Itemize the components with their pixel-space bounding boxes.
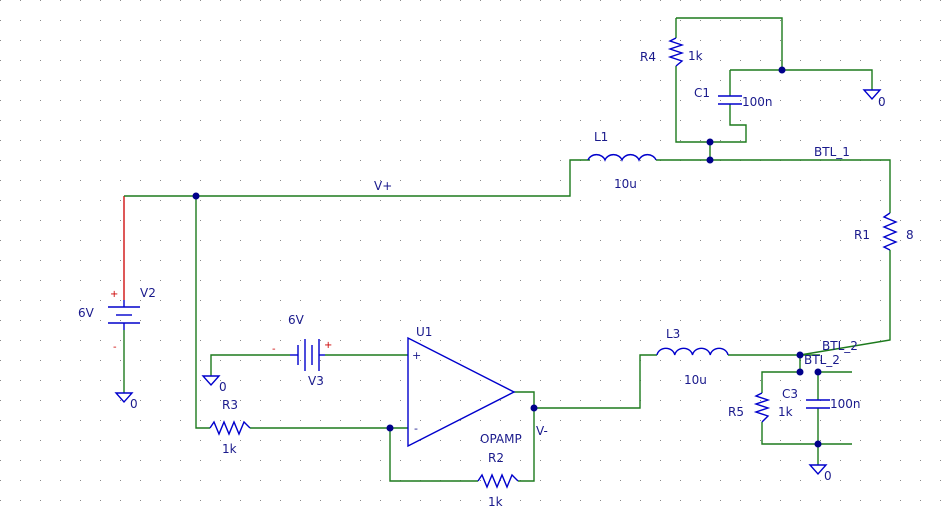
net-label-vminus: V- [536, 424, 548, 438]
label-V2-ref: V2 [140, 286, 156, 300]
net-label-btl1: BTL_1 [814, 145, 850, 159]
junction-dot [706, 156, 714, 164]
label-R1-value: 8 [906, 228, 914, 242]
label-R5-value: 1k [778, 405, 793, 419]
inductor-L1[interactable] [587, 154, 657, 162]
label-V3-value: 6V [288, 313, 305, 327]
ground-icon [114, 392, 134, 404]
label-L1-value: 10u [614, 177, 637, 191]
resistor-R4[interactable] [667, 37, 685, 67]
ground-label: 0 [130, 397, 138, 411]
label-V3-ref: V3 [308, 374, 324, 388]
resistor-R5[interactable] [753, 392, 771, 423]
junction-dot [778, 66, 786, 74]
opamp-U1[interactable] [407, 336, 516, 448]
label-C1-ref: C1 [694, 86, 710, 100]
battery-V2[interactable] [108, 300, 140, 330]
junction-dot [796, 368, 804, 376]
ground-icon [201, 375, 221, 387]
label-C1-value: 100n [742, 95, 773, 109]
label-R2-ref: R2 [488, 451, 504, 465]
net-label-btl2-upper: BTL_2 [822, 339, 858, 353]
net-label-btl2-lower: BTL_2 [804, 353, 840, 367]
label-V2-value: 6V [78, 306, 95, 320]
v2-plus-mark: + [110, 289, 118, 300]
net-label-vplus: V+ [374, 179, 392, 193]
ground-label: 0 [824, 469, 832, 483]
label-L3-value: 10u [684, 373, 707, 387]
v3-plus-mark: + [324, 340, 332, 351]
resistor-R3[interactable] [209, 420, 251, 436]
battery-V3[interactable] [290, 339, 325, 371]
label-R4-value: 1k [688, 49, 703, 63]
junction-dot [814, 368, 822, 376]
label-R3-ref: R3 [222, 398, 238, 412]
resistor-R1[interactable] [882, 212, 898, 251]
label-R5-ref: R5 [728, 405, 744, 419]
capacitor-C1[interactable] [718, 95, 742, 105]
junction-dot [814, 440, 822, 448]
label-R3-value: 1k [222, 442, 237, 456]
opamp-minus-pin: - [414, 422, 418, 435]
label-R4-ref: R4 [640, 50, 656, 64]
inductor-L3[interactable] [656, 347, 729, 356]
junction-dot [530, 404, 538, 412]
junction-dot [386, 424, 394, 432]
opamp-plus-pin: + [412, 349, 421, 362]
wires [123, 17, 891, 482]
label-C3-ref: C3 [782, 387, 798, 401]
label-R1-ref: R1 [854, 228, 870, 242]
v3-minus-mark: - [272, 344, 276, 355]
junction-dot [192, 192, 200, 200]
label-C3-value: 100n [830, 397, 861, 411]
capacitor-C3[interactable] [806, 399, 830, 409]
label-L3-ref: L3 [666, 327, 680, 341]
resistor-R2[interactable] [477, 473, 519, 489]
junction-dot [706, 138, 714, 146]
label-U1-value: OPAMP [480, 432, 522, 446]
label-U1-ref: U1 [416, 325, 432, 339]
v2-minus-mark: - [113, 342, 117, 353]
label-R2-value: 1k [488, 495, 503, 509]
label-L1-ref: L1 [594, 130, 608, 144]
ground-label: 0 [878, 95, 886, 109]
ground-label: 0 [219, 380, 227, 394]
ground-icon [808, 464, 828, 476]
ground-icon [862, 89, 882, 101]
junctions [192, 66, 822, 448]
junction-dot [796, 351, 804, 359]
